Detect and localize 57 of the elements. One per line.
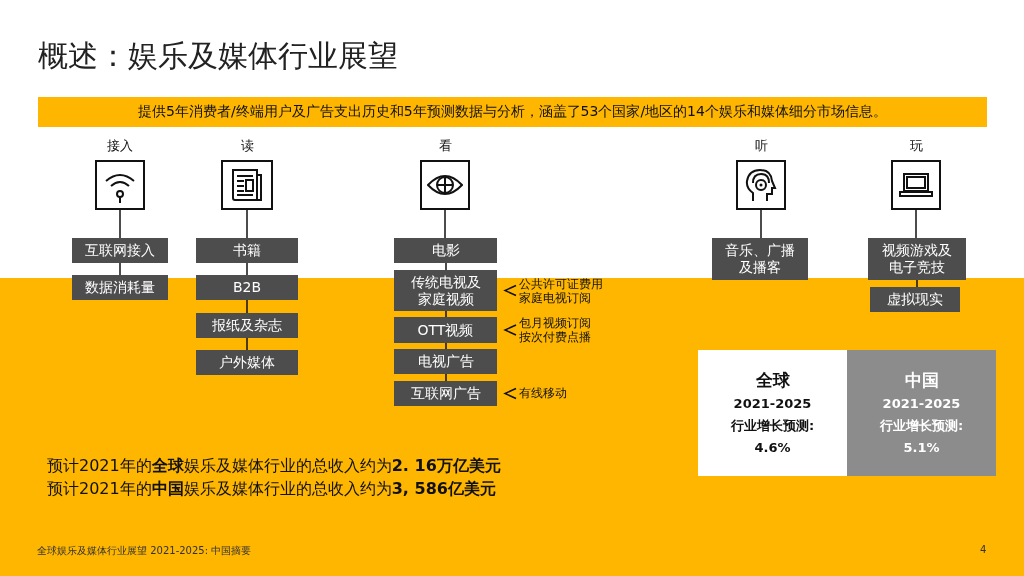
category-box: 书籍 bbox=[196, 238, 298, 263]
category-box: 视频游戏及电子竞技 bbox=[868, 238, 966, 280]
chevron-arrow bbox=[503, 284, 517, 297]
category-box: 音乐、广播及播客 bbox=[712, 238, 808, 280]
note-text: 有线移动 bbox=[519, 386, 568, 401]
connector-line bbox=[246, 262, 248, 276]
panel-text: 2021-2025 bbox=[882, 395, 961, 413]
chevron-arrow bbox=[503, 387, 517, 400]
connector-line bbox=[246, 209, 248, 239]
panel-text: 2021-2025 bbox=[733, 395, 812, 413]
category-box: 数据消耗量 bbox=[72, 275, 168, 300]
connector-line bbox=[915, 209, 917, 239]
panel-heading: 中国 bbox=[904, 369, 939, 392]
connector-line bbox=[916, 279, 918, 288]
slide-title: 概述：娱乐及媒体行业展望 bbox=[38, 37, 398, 75]
category-box: 电影 bbox=[394, 238, 497, 263]
page-number: 4 bbox=[980, 544, 987, 555]
panel-text: 5.1% bbox=[903, 439, 940, 457]
category-box: 互联网接入 bbox=[72, 238, 168, 263]
connector-line bbox=[246, 299, 248, 314]
connector-line bbox=[445, 373, 447, 382]
panel-text: 行业增长预测: bbox=[879, 417, 964, 435]
connector-line bbox=[445, 342, 447, 350]
category-box: OTT视频 bbox=[394, 317, 497, 343]
category-box: 传统电视及家庭视频 bbox=[394, 270, 497, 311]
category-box: 虚拟现实 bbox=[870, 287, 960, 312]
category-box: 户外媒体 bbox=[196, 350, 298, 375]
connector-line bbox=[444, 209, 446, 239]
category-box: 电视广告 bbox=[394, 349, 497, 374]
forecast-panel bbox=[847, 350, 996, 476]
panel-text: 行业增长预测: bbox=[730, 417, 815, 435]
category-box: 互联网广告 bbox=[394, 381, 497, 406]
connector-line bbox=[246, 337, 248, 351]
connector-line bbox=[760, 209, 762, 239]
note-text: 家庭电视订阅 bbox=[519, 291, 592, 306]
note-text: 包月视频订阅 bbox=[519, 316, 592, 331]
connector-line bbox=[445, 310, 447, 318]
category-heading: 看 bbox=[437, 137, 453, 155]
note-text: 公共许可证费用 bbox=[519, 277, 604, 292]
panel-text: 4.6% bbox=[754, 439, 791, 457]
banner-text: 提供5年消费者/终端用户及广告支出历史和5年预测数据与分析，涵盖了53个国家/地区的14个娱乐和媒体细分市场信息。 bbox=[38, 97, 987, 127]
category-heading: 玩 bbox=[908, 137, 924, 155]
connector-line bbox=[119, 209, 121, 239]
connector-line bbox=[445, 262, 447, 271]
category-heading: 接入 bbox=[106, 137, 134, 155]
footer-text: 全球娱乐及媒体行业展望 2021-2025: 中国摘要 bbox=[37, 544, 252, 558]
summary-text: 预计2021年的全球娱乐及媒体行业的总收入约为2. 16万亿美元 bbox=[47, 456, 501, 477]
connector-line bbox=[119, 262, 121, 276]
category-heading: 读 bbox=[239, 137, 255, 155]
summary-text: 预计2021年的中国娱乐及媒体行业的总收入约为3, 586亿美元 bbox=[47, 479, 496, 500]
note-text: 按次付费点播 bbox=[519, 330, 592, 345]
category-box: B2B bbox=[196, 275, 298, 300]
panel-heading: 全球 bbox=[755, 369, 790, 392]
category-box: 报纸及杂志 bbox=[196, 313, 298, 338]
category-heading: 听 bbox=[753, 137, 769, 155]
forecast-panel bbox=[698, 350, 847, 476]
chevron-arrow bbox=[503, 324, 517, 336]
